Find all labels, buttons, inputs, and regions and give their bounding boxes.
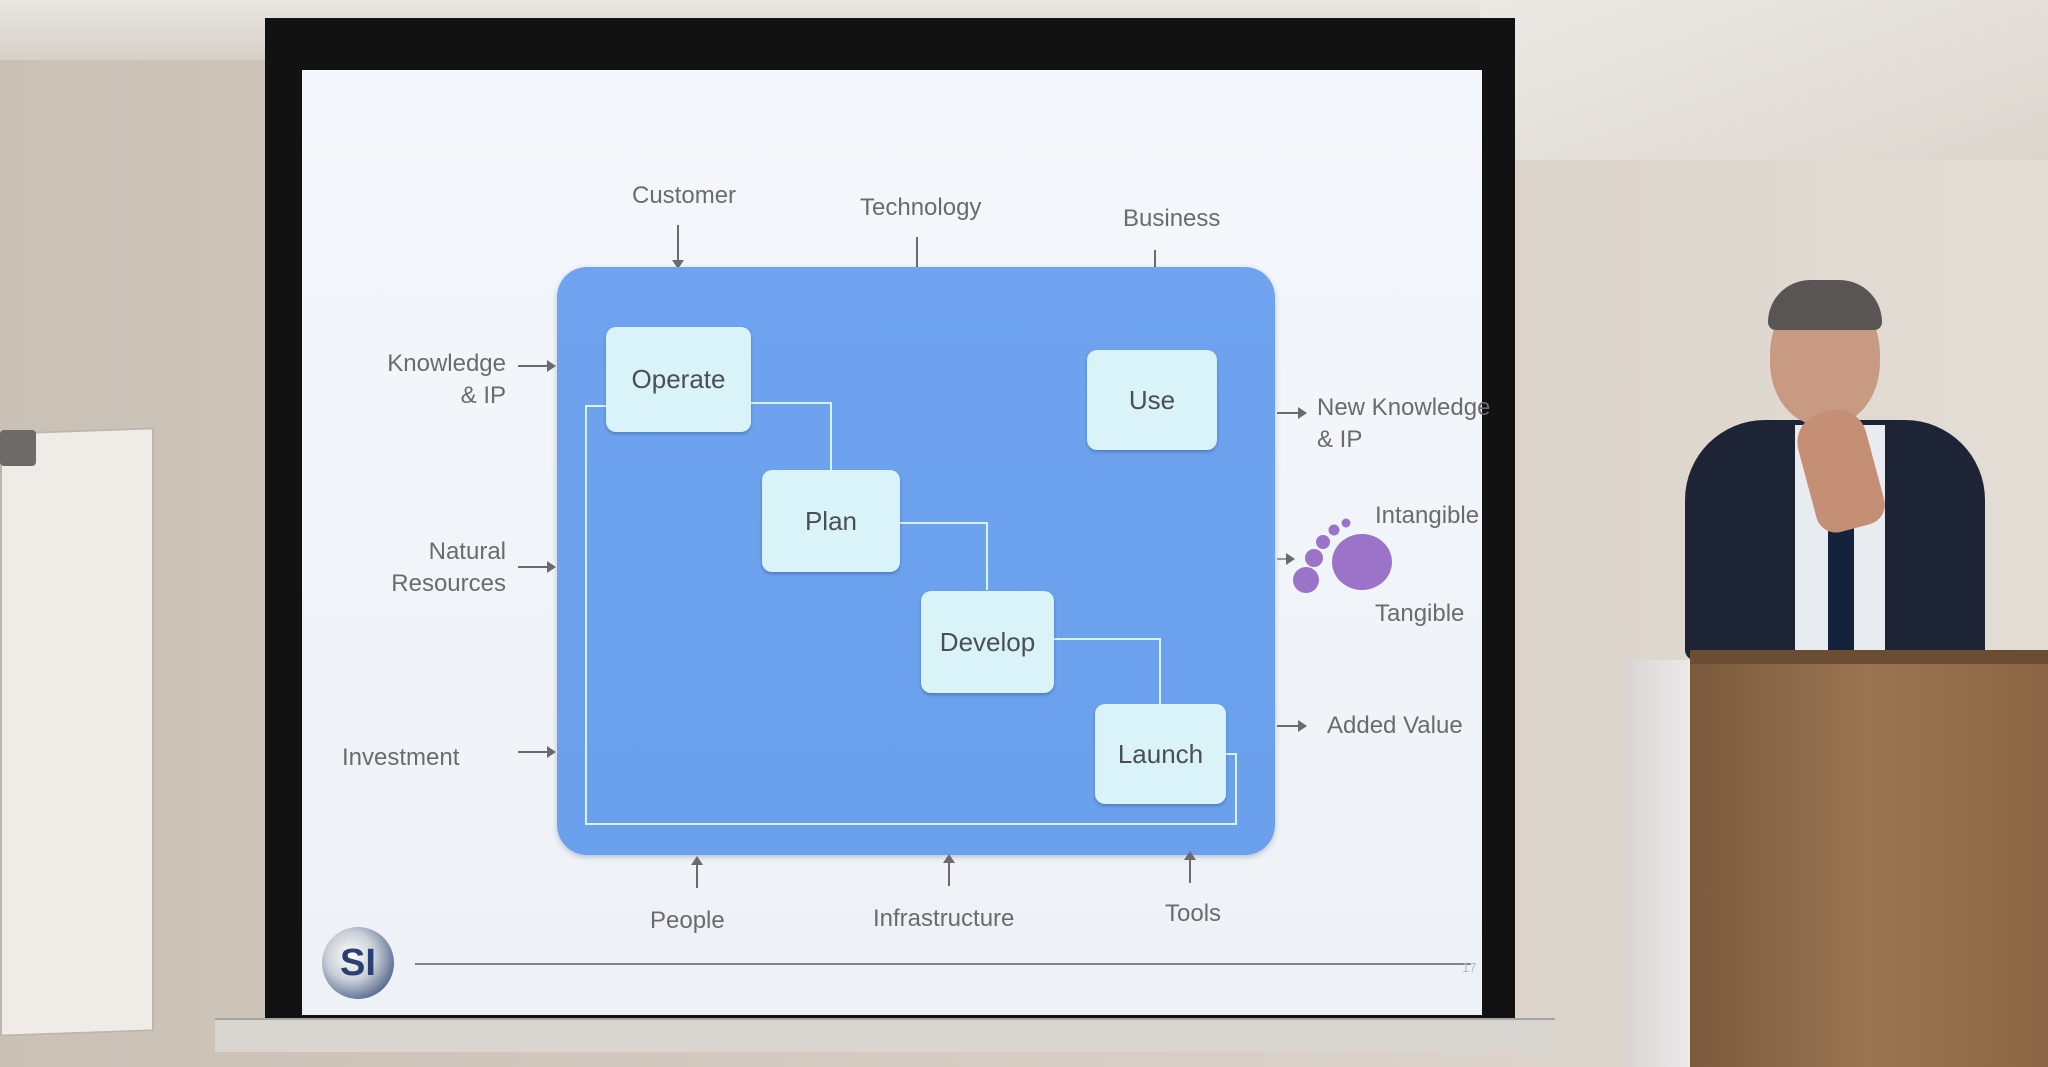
connector-plan-develop-v: [986, 522, 988, 590]
arrow-tools: [1184, 851, 1196, 883]
flipchart-clip: [0, 430, 36, 466]
speaker-hair: [1768, 280, 1882, 330]
arrow-customer: [672, 225, 684, 269]
connector-develop-launch-v: [1159, 638, 1161, 704]
step-use: Use: [1087, 350, 1217, 450]
step-operate: Operate: [606, 327, 751, 432]
arrow-natural-resources: [518, 561, 556, 573]
flipchart: [0, 427, 154, 1037]
input-label-natural-resources: Natural Resources: [391, 538, 506, 597]
output-label-intangible: Intangible: [1375, 502, 1480, 529]
ceiling-beam: [1480, 0, 2048, 160]
si-logo: SI: [322, 927, 394, 999]
step-plan: Plan: [762, 470, 900, 572]
footprint-icon: [1293, 518, 1392, 593]
podium: [1690, 652, 2048, 1067]
input-label-tools: Tools: [1165, 900, 1222, 927]
input-label-technology: Technology: [860, 194, 982, 221]
arrow-added-value: [1277, 720, 1307, 732]
loop-line-bottom: [585, 823, 1237, 825]
connector-develop-launch-h: [1053, 638, 1161, 640]
loop-line-left: [585, 405, 587, 825]
arrow-people: [691, 856, 703, 888]
page-number: 17: [1462, 960, 1477, 975]
connector-plan-develop-h: [900, 522, 988, 524]
podium-side: [1625, 660, 1693, 1067]
output-label-added-value: Added Value: [1327, 712, 1463, 739]
connector-operate-plan-h: [750, 402, 832, 404]
arrow-infrastructure: [943, 854, 955, 886]
loop-line-right: [1235, 753, 1237, 825]
input-label-people: People: [650, 907, 725, 934]
input-label-investment: Investment: [342, 744, 460, 771]
input-label-business: Business: [1123, 205, 1221, 232]
output-label-new-knowledge: New Knowledge & IP: [1317, 394, 1491, 453]
step-develop: Develop: [921, 591, 1054, 693]
loop-line-operate: [585, 405, 607, 407]
screen-bottom-bar: [215, 1018, 1555, 1052]
arrow-investment: [518, 746, 556, 758]
input-label-knowledge-ip: Knowledge & IP: [387, 350, 506, 409]
step-launch: Launch: [1095, 704, 1226, 804]
arrow-knowledge-ip: [518, 360, 556, 372]
loop-line-launch: [1225, 753, 1237, 755]
input-label-infrastructure: Infrastructure: [873, 905, 1015, 932]
footer-rule: [415, 963, 1471, 965]
arrow-footprint: [1277, 553, 1295, 565]
podium-top: [1690, 650, 2048, 664]
connector-operate-plan-v: [830, 402, 832, 470]
arrow-new-knowledge: [1277, 407, 1307, 419]
output-label-tangible: Tangible: [1375, 600, 1465, 627]
input-label-customer: Customer: [632, 182, 737, 209]
